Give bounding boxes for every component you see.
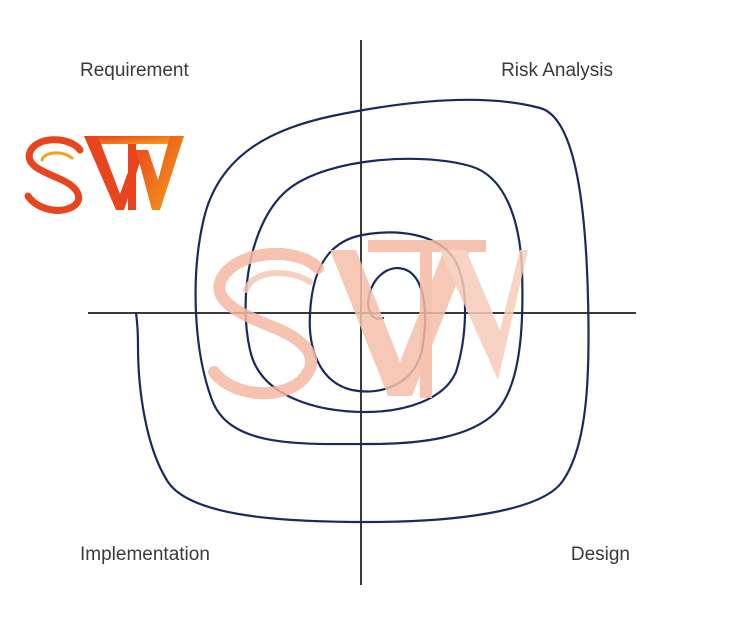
- logo-v-glyph: [84, 136, 144, 210]
- spiral-path: [134, 98, 590, 524]
- watermark-t-stem: [420, 252, 432, 398]
- corner-logo: [24, 136, 184, 214]
- watermark-v-glyph: [330, 250, 470, 396]
- quadrant-label-requirement: Requirement: [80, 60, 189, 81]
- watermark-s-inner: [243, 270, 313, 293]
- logo-s-glyph: [24, 136, 84, 214]
- watermark-w-glyph: [440, 250, 528, 380]
- quadrant-label-implementation: Implementation: [80, 544, 210, 565]
- watermark-s-glyph: [208, 247, 324, 400]
- logo-s-accent: [40, 151, 74, 162]
- watermark-t-bar: [368, 240, 486, 252]
- logo-t-bar: [98, 136, 170, 144]
- watermark-logo: [208, 240, 528, 400]
- logo-w-glyph: [136, 136, 184, 210]
- quadrant-label-design: Design: [570, 544, 630, 565]
- quadrant-label-risk-analysis: Risk Analysis: [501, 60, 613, 81]
